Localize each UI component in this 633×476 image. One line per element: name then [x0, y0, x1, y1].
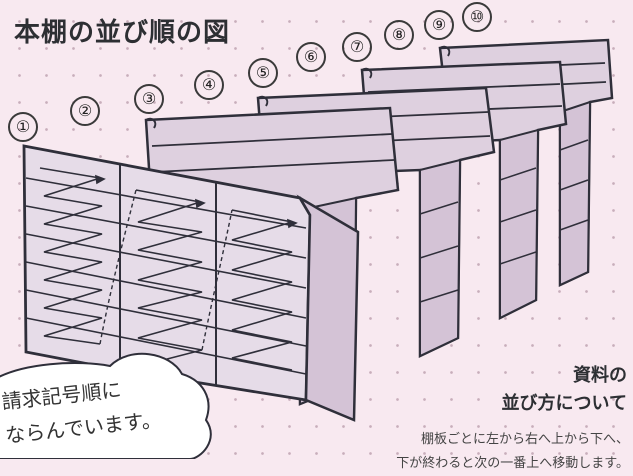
shelf-number-1: ① — [8, 112, 38, 142]
arrangement-heading: 資料の 並び方について — [502, 362, 627, 418]
arrangement-description: 棚板ごとに左から右へ上から下へ、 下が終わると次の一番上へ移動します。 — [329, 428, 629, 476]
arrangement-heading-line2: 並び方について — [501, 393, 627, 414]
shelf-number-9: ⑨ — [424, 10, 454, 40]
page-title: 本棚の並び順の図 — [14, 18, 231, 48]
bookshelf-diagram — [0, 38, 614, 459]
shelf-unit-1-2 — [22, 144, 360, 422]
shelf-number-7: ⑦ — [342, 32, 372, 62]
shelf-number-5: ⑤ — [248, 58, 278, 88]
shelf-number-4: ④ — [194, 70, 224, 100]
shelf-number-10: ⑩ — [462, 2, 492, 32]
shelf-number-3: ③ — [134, 84, 164, 114]
arrangement-description-line2: 下が終わると次の一番上へ移動します。 — [396, 456, 629, 471]
next-column-guides — [99, 189, 233, 351]
shelf-number-8: ⑧ — [384, 20, 414, 50]
shelf-number-6: ⑥ — [296, 42, 326, 72]
callout-bubble — [0, 352, 212, 459]
reading-order-zigzag — [39, 167, 298, 371]
arrangement-description-line1: 棚板ごとに左から右へ上から下へ、 — [420, 432, 629, 447]
arrangement-heading-line1: 資料の — [573, 365, 627, 386]
shelf-number-2: ② — [70, 96, 100, 126]
